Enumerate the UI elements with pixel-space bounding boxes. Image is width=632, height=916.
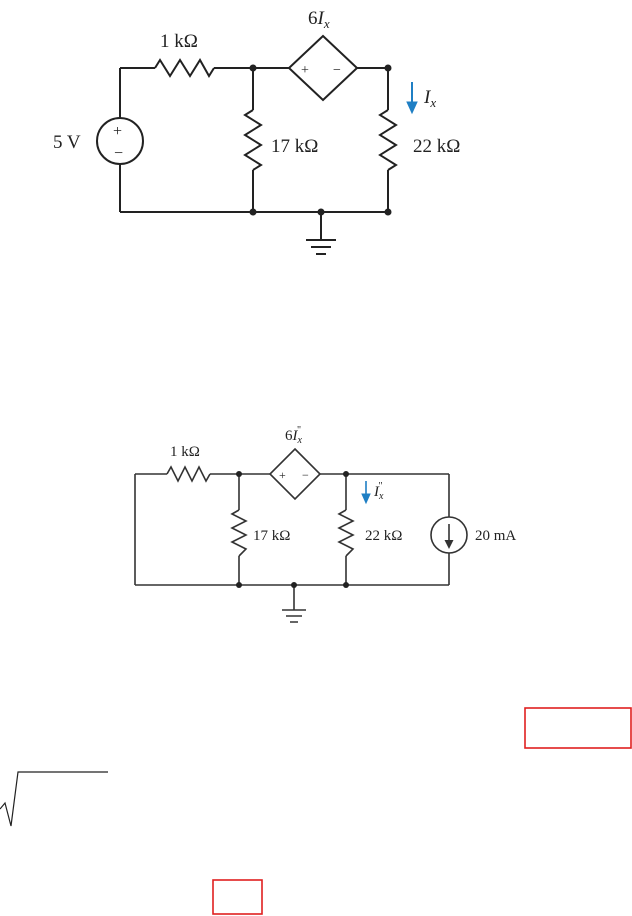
c1-current-arrowhead [406,101,418,115]
c2-current-arrowhead [361,493,371,505]
c1-resistor-17k [243,109,263,171]
c1-source-minus: − [114,145,123,162]
c1-voltage-source [96,117,144,165]
c2-dep-minus: − [302,468,309,482]
c2-label-22k: 22 kΩ [365,528,402,544]
c2-dep-plus: + [279,468,286,482]
c1-dep-label: 6Ix [308,8,330,31]
c1-dep-plus: + [301,63,309,78]
c1-label-1k: 1 kΩ [160,31,198,52]
c1-label-17k: 17 kΩ [271,136,318,157]
c1-source-plus: + [113,123,122,140]
c2-ground-icon [282,609,306,623]
c2-dependent-source [268,447,322,501]
circuit-1: 1 kΩ 17 kΩ 22 kΩ + − 5 V + − 6Ix Ix [53,8,460,255]
c1-dep-minus: − [333,63,341,78]
answer-box-right [524,707,632,749]
c1-ground-icon [306,239,336,255]
c1-dependent-source [287,34,359,102]
c1-label-5v: 5 V [53,132,81,153]
circuit-2: 1 kΩ 17 kΩ 22 kΩ + − 6Ix" Ix" 20 mA [134,425,516,623]
c2-label-17k: 17 kΩ [253,528,290,544]
c1-node-top-mid [249,64,257,72]
c1-node-top-right [384,64,392,72]
answer-box-bottom [212,879,263,915]
c2-label-20ma: 20 mA [475,528,516,544]
c2-node-top-right [343,471,349,477]
c2-resistor-22k [337,509,355,557]
c1-resistor-22k [378,109,398,171]
c2-current-source [430,516,468,554]
c2-resistor-17k [230,509,248,557]
c2-dep-label: 6Ix" [285,425,303,446]
c2-node-top-mid [236,471,242,477]
c2-label-1k: 1 kΩ [170,444,200,460]
c2-isource-arrowhead [444,540,454,549]
c1-current-label: Ix [423,87,436,110]
c2-node-bottom-ground [291,582,297,588]
c1-node-bottom-mid [249,208,257,216]
c2-current-label: Ix" [373,481,384,502]
c1-label-22k: 22 kΩ [413,136,460,157]
c1-node-bottom-ground [317,208,325,216]
square-root-icon [0,771,108,827]
c1-resistor-1k [154,58,215,78]
c2-node-bottom-mid [236,582,242,588]
c2-resistor-1k [166,465,211,483]
c1-node-bottom-right [384,208,392,216]
c2-node-bottom-right [343,582,349,588]
